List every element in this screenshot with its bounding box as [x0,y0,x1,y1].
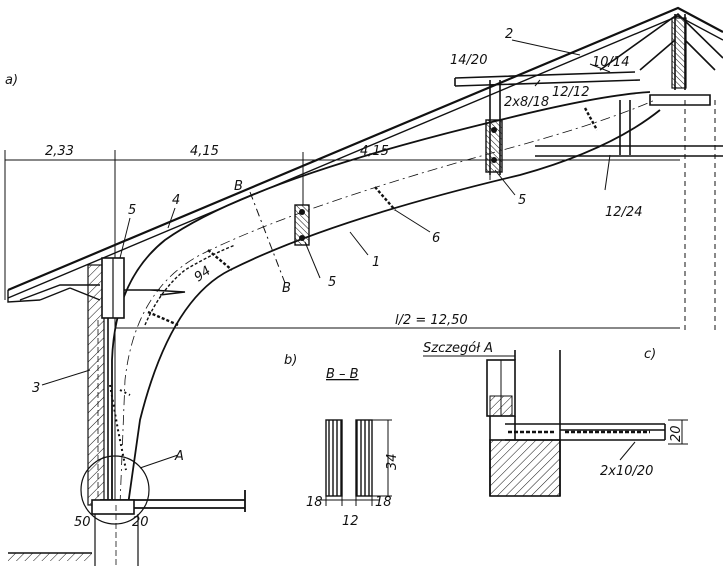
arch-inner-edge [127,109,661,506]
part-number-1: 1 [372,255,380,270]
detail-column-base [489,395,513,417]
ridge-post [671,17,687,89]
part-number-4: 4 [172,193,180,208]
detail-foundation-outline [489,350,561,496]
member-twin-beam: 2x8/18 [504,95,549,110]
detail-a-title: Szczegół A [423,341,493,356]
section-cut-line [249,191,286,284]
arch-centerline [119,99,656,506]
member-small-post: 12/12 [552,85,589,100]
member-rafter: 10/14 [592,55,629,70]
part-number-6: 6 [432,231,440,246]
dim-left-overhang: 2,33 [45,144,74,159]
part-number-5-mid: 5 [328,275,336,290]
detail-a-circle [80,455,150,525]
purlin-connector-mid [294,204,310,246]
part-number-2: 2 [505,27,513,42]
panel-b-section: b) B – B 34 18 12 18 [284,353,400,529]
detail-beam-leader [619,441,636,461]
part-number-5-right: 5 [518,193,526,208]
radius-arc [144,244,236,326]
section-mark-upper: B [234,179,243,194]
ridge-truss [599,12,723,90]
arch-outer-edge [111,91,651,505]
section-right-lamella [355,419,373,497]
arch-joint-marks [109,384,131,471]
arch-bolts-1 [147,310,179,327]
eave-edge [7,290,41,303]
detail-height-label: 20 [669,425,684,442]
small-post-brace [619,94,711,155]
dim-span-segment-1: 4,15 [190,144,219,159]
detail-foundation [489,439,561,497]
dim-bearing: 20 [132,515,149,530]
eave-bracket [19,284,186,301]
part-leaders [41,39,611,386]
section-width-ticks [325,496,373,506]
detail-height-ticks [668,419,688,445]
dim-span-segment-2: 4,15 [360,144,389,159]
detail-callout-a: A [174,449,184,464]
section-width-left-label: 18 [306,495,323,510]
panel-b-label: b) [284,353,297,368]
roof-upper-line [7,6,723,292]
arch-bolts-3 [374,186,396,211]
section-width-right-label: 18 [375,495,392,510]
section-width-mid-label: 12 [342,514,359,529]
tie-beam [535,145,723,157]
dim-half-span: l/2 = 12,50 [395,313,468,328]
base-plate [91,499,135,515]
member-purlin-top: 14/20 [450,53,487,68]
arch-bolts-2 [207,249,233,271]
small-post-bolts [583,107,599,131]
section-height-ticks [372,419,392,497]
upper-purlin [454,71,641,87]
panel-a-elevation: a) 2,33 4,15 4,15 l/2 = 12,50 94 50 20 1… [4,6,723,566]
foundation [94,514,139,566]
detail-a-leader [139,454,179,469]
section-left-lamella [325,419,343,497]
part-number-3: 3 [32,381,40,396]
section-mark-lower: B [282,281,291,296]
part-number-5-left: 5 [128,203,136,218]
ground-hatch [8,553,92,561]
detail-beam-size: 2x10/20 [600,464,653,479]
dim-wall-thickness: 50 [74,515,91,530]
member-tie-beam: 12/24 [605,205,642,220]
panel-a-label: a) [5,73,18,88]
detail-beam [505,423,666,441]
section-bb-title: B – B [326,367,359,382]
panel-c-detail: Szczegół A c) 20 2x10/20 [423,341,688,497]
panel-c-label: c) [644,347,656,362]
section-height-label: 34 [385,453,400,470]
